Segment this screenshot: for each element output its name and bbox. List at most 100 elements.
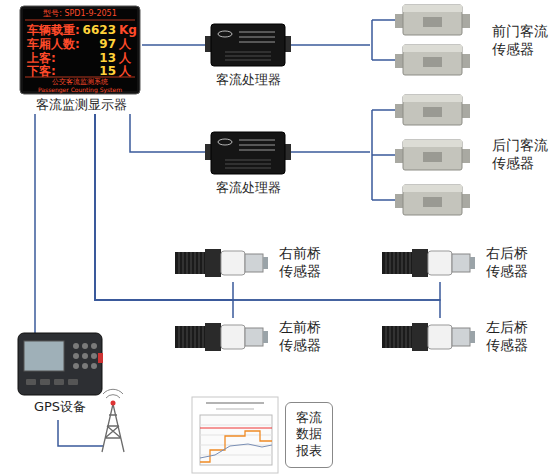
node-text: 人 (119, 64, 139, 79)
thread-ridge (386, 252, 387, 274)
node-text: 15 (80, 64, 116, 79)
chart-title-bar (206, 402, 264, 404)
thread-ridge (191, 326, 192, 348)
sensor-top (403, 185, 462, 192)
sensor-slot (423, 17, 442, 27)
label-print (225, 164, 271, 165)
node-text: 人 (119, 51, 139, 66)
signal-wire (95, 114, 440, 300)
thread-ridge (183, 252, 184, 274)
signal-arc (103, 389, 123, 398)
sensor-ring (470, 257, 475, 269)
node-text: 下客: (27, 64, 83, 79)
sensor-thread (175, 326, 205, 348)
sensor-connector (428, 251, 452, 275)
thread-ridge (203, 326, 204, 348)
sensor-end (452, 328, 470, 346)
sensor-thread (382, 252, 412, 274)
thread-ridge (398, 252, 399, 274)
sensor-thread (175, 252, 205, 274)
thread-ridge (386, 326, 387, 348)
report-box: 客流数据报表 (285, 402, 333, 468)
node-text: 车辆载重: (27, 23, 83, 38)
gps-key (82, 343, 88, 349)
gps-key (82, 363, 88, 369)
thread-ridge (406, 252, 407, 274)
thread-ridge (203, 252, 204, 274)
node-text: 97 (80, 37, 116, 52)
node-text: GPS设备 (18, 399, 102, 415)
sensor-top (403, 95, 462, 102)
processor-unit: 客流处理器 (205, 130, 291, 198)
signal-wire (291, 151, 370, 153)
node-text: 右前桥传感器 (279, 245, 325, 280)
gps-key (91, 353, 97, 359)
thread-ridge (410, 326, 411, 348)
thread-ridge (402, 326, 403, 348)
chart-sheet (192, 397, 278, 473)
branch-wire (372, 110, 395, 200)
label-print (225, 52, 271, 53)
sensor-body (403, 95, 462, 125)
label-print (225, 56, 271, 57)
gps-key (73, 353, 79, 359)
node-text: 6623 (80, 23, 116, 38)
node-text: 人 (119, 37, 139, 52)
thread-ridge (199, 326, 200, 348)
sensor-thread (382, 326, 412, 348)
node-text: 右后桥传感器 (486, 245, 532, 280)
thread-ridge (390, 252, 391, 274)
node-text: 左后桥传感器 (486, 319, 532, 354)
sensor-top (403, 45, 462, 52)
node-text: 13 (80, 51, 116, 66)
sensor-slot (423, 152, 442, 162)
sensor-slot (423, 197, 442, 207)
label-print (239, 140, 275, 141)
thread-ridge (195, 252, 196, 274)
gps-device: GPS设备 (18, 333, 104, 417)
sensor-ring (263, 257, 268, 269)
gps-key (91, 363, 97, 369)
thread-ridge (398, 326, 399, 348)
thread-ridge (179, 326, 180, 348)
sensor-connector (221, 325, 245, 349)
sensor-hex (205, 323, 221, 351)
node-text: 客流处理器 (205, 180, 291, 196)
node-text: 公交客流监测系统 (20, 78, 140, 87)
label-print (239, 42, 275, 43)
node-text: 左前桥传感器 (279, 319, 325, 354)
sensor-group: 后门客流传感器 (370, 90, 555, 220)
label-print (225, 168, 271, 169)
node-text: 前门客流传感器 (492, 23, 550, 58)
node-text: 客流监测显示器 (20, 97, 142, 113)
thread-ridge (410, 252, 411, 274)
node-text: Kg (119, 23, 139, 38)
thread-ridge (406, 326, 407, 348)
sensor-body (403, 45, 462, 75)
label-print (239, 145, 275, 146)
thread-ridge (394, 252, 395, 274)
sensor-end (245, 254, 263, 272)
gps-key (73, 343, 79, 349)
signal-wire (95, 114, 440, 318)
gps-key (91, 343, 97, 349)
processor-unit: 客流处理器 (205, 22, 291, 90)
thread-ridge (179, 252, 180, 274)
signal-wire (130, 114, 205, 152)
sensor-end (245, 328, 263, 346)
node-text: 上客: (27, 51, 83, 66)
gps-key (82, 353, 88, 359)
gps-screen (24, 341, 64, 371)
chart-data-line (200, 444, 272, 458)
sensor-slot (423, 57, 442, 67)
label-print (239, 37, 275, 38)
brand-logo (218, 31, 232, 37)
sensor-ring (470, 331, 475, 343)
axle-sensor: 左后桥传感器 (382, 318, 542, 356)
chart-plot-area (200, 415, 272, 465)
chart-data-line (200, 431, 272, 462)
node-text: 车厢人数: (27, 37, 83, 52)
screen-divider (25, 20, 135, 21)
axle-sensor: 右前桥传感器 (175, 244, 335, 282)
